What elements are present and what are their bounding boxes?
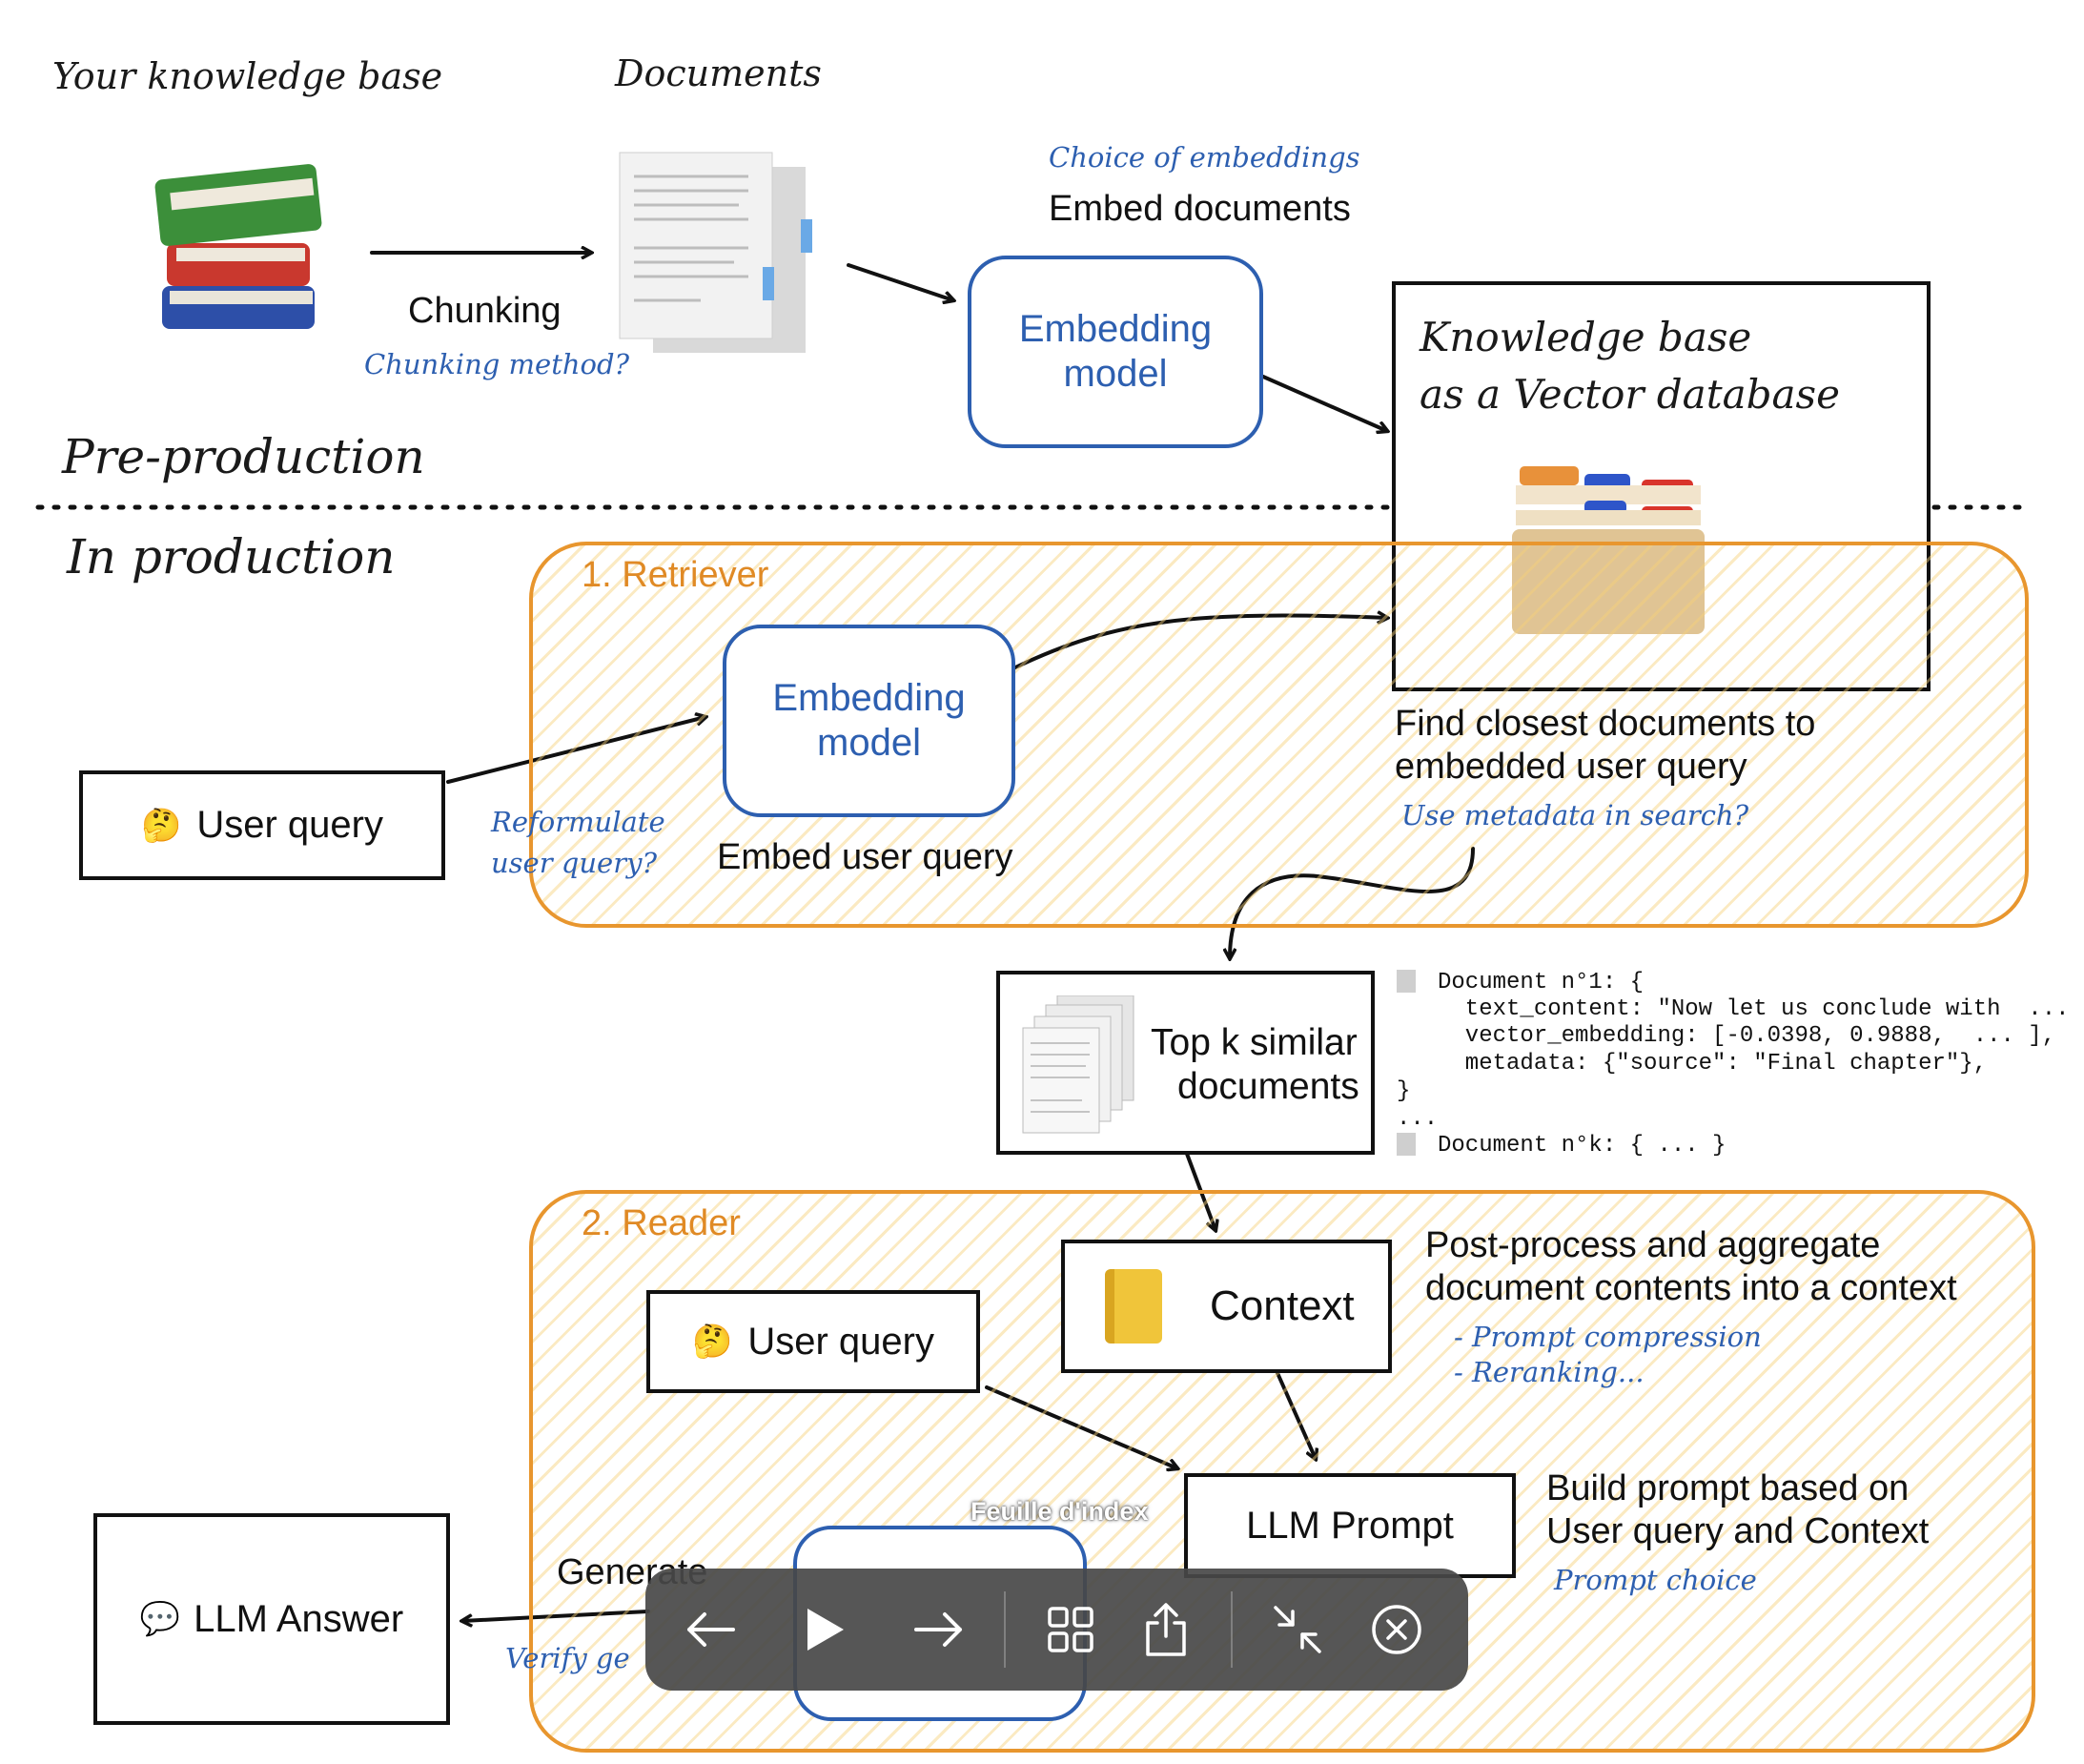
user-query-box-reader: 🤔 User query bbox=[646, 1290, 980, 1393]
embed-user-query-label: Embed user query bbox=[717, 837, 1013, 877]
in-production-title: In production bbox=[67, 529, 396, 585]
books-icon bbox=[143, 143, 334, 343]
tooltip-label: Feuille d'index bbox=[970, 1497, 1149, 1526]
build-prompt-line1: Build prompt based on bbox=[1546, 1468, 1910, 1508]
doc-snippet-line2: text_content: "Now let us conclude with … bbox=[1438, 996, 2084, 1022]
context-label: Context bbox=[1210, 1282, 1355, 1329]
user-query-box-retriever: 🤔 User query bbox=[79, 770, 445, 880]
choice-of-embeddings-note: Choice of embeddings bbox=[1049, 141, 1360, 174]
top-k-documents-box: Top k similar documents bbox=[996, 971, 1375, 1155]
embedding-model-label: Embedding model bbox=[1018, 307, 1213, 395]
collapse-icon[interactable] bbox=[1250, 1582, 1345, 1677]
document-file-icon bbox=[1397, 1133, 1416, 1156]
document-file-icon bbox=[1397, 970, 1416, 993]
speech-bubble-icon: 💬 bbox=[139, 1601, 181, 1637]
doc-snippet-line7: Document n°k: { ... } bbox=[1438, 1133, 1726, 1159]
metadata-note: Use metadata in search? bbox=[1401, 799, 1749, 831]
play-icon[interactable] bbox=[777, 1582, 872, 1677]
forward-arrow-icon[interactable] bbox=[891, 1582, 987, 1677]
retriever-title: 1. Retriever bbox=[582, 555, 769, 595]
chunking-label: Chunking bbox=[408, 291, 562, 331]
llm-answer-box: 💬 LLM Answer bbox=[93, 1513, 450, 1725]
documents-stack-icon bbox=[1019, 995, 1143, 1134]
doc-snippet-line6: ... bbox=[1397, 1106, 1439, 1132]
embedding-model-label: Embedding model bbox=[772, 676, 966, 764]
grid-view-icon[interactable] bbox=[1023, 1582, 1118, 1677]
doc-snippet-line4: metadata: {"source": "Final chapter"}, bbox=[1438, 1051, 1988, 1077]
llm-prompt-box: LLM Prompt bbox=[1184, 1473, 1516, 1578]
embedding-model-box-retriever: Embedding model bbox=[723, 625, 1015, 817]
reranking-note: - Reranking... bbox=[1454, 1356, 1645, 1388]
build-prompt-line2: User query and Context bbox=[1546, 1511, 1930, 1551]
embedding-model-box-preprod: Embedding model bbox=[968, 256, 1263, 448]
toolbar-divider bbox=[1004, 1591, 1006, 1668]
llm-answer-label: LLM Answer bbox=[194, 1597, 404, 1640]
top-k-label-line2: documents bbox=[1177, 1066, 1359, 1107]
viewer-toolbar bbox=[645, 1569, 1468, 1691]
thinking-face-icon: 🤔 bbox=[692, 1323, 733, 1360]
close-icon[interactable] bbox=[1349, 1582, 1444, 1677]
postprocess-line2: document contents into a context bbox=[1425, 1268, 1957, 1308]
user-query-label: User query bbox=[747, 1320, 934, 1363]
reader-title: 2. Reader bbox=[582, 1203, 741, 1243]
doc-snippet-line3: vector_embedding: [-0.0398, 0.9888, ... … bbox=[1438, 1023, 2056, 1049]
vector-db-title-line2: as a Vector database bbox=[1420, 371, 1840, 418]
document-icon bbox=[615, 148, 815, 358]
embed-documents-label: Embed documents bbox=[1049, 189, 1351, 229]
back-arrow-icon[interactable] bbox=[663, 1582, 758, 1677]
reformulate-note-line1: Reformulate bbox=[491, 806, 665, 838]
toolbar-divider bbox=[1231, 1591, 1233, 1668]
documents-title: Documents bbox=[615, 52, 822, 94]
postprocess-line1: Post-process and aggregate bbox=[1425, 1225, 1881, 1265]
prompt-choice-note: Prompt choice bbox=[1554, 1564, 1757, 1596]
file-cabinet-icon bbox=[1508, 447, 1708, 638]
verify-note: Verify ge bbox=[505, 1642, 630, 1674]
top-k-label-line1: Top k similar bbox=[1151, 1022, 1358, 1063]
reformulate-note-line2: user query? bbox=[491, 847, 657, 879]
knowledge-base-title: Your knowledge base bbox=[52, 55, 443, 97]
doc-snippet-line1: Document n°1: { bbox=[1438, 970, 1645, 995]
share-icon[interactable] bbox=[1118, 1582, 1214, 1677]
chunking-method-note: Chunking method? bbox=[364, 348, 630, 380]
context-box: Context bbox=[1061, 1240, 1392, 1373]
prompt-compression-note: - Prompt compression bbox=[1454, 1321, 1762, 1353]
preproduction-title: Pre-production bbox=[62, 429, 425, 484]
find-closest-line1: Find closest documents to bbox=[1395, 704, 1816, 744]
notebook-icon bbox=[1105, 1269, 1162, 1344]
user-query-label: User query bbox=[196, 804, 383, 846]
thinking-face-icon: 🤔 bbox=[141, 807, 182, 844]
doc-snippet-line5: } bbox=[1397, 1078, 1411, 1104]
find-closest-line2: embedded user query bbox=[1395, 747, 1747, 787]
vector-database-box: Knowledge base as a Vector database bbox=[1392, 281, 1931, 691]
vector-db-title-line1: Knowledge base bbox=[1420, 314, 1752, 360]
llm-prompt-label: LLM Prompt bbox=[1246, 1504, 1454, 1547]
